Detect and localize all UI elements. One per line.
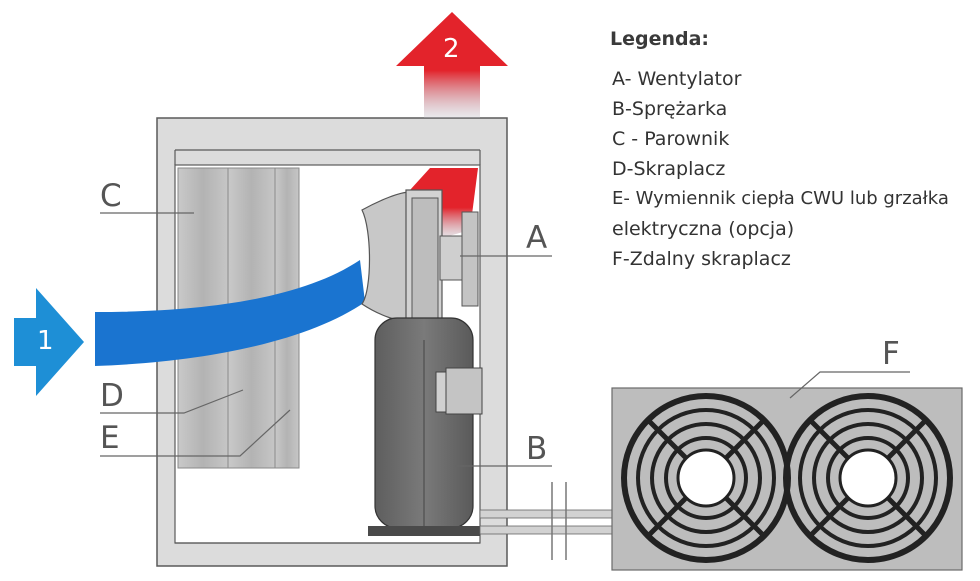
legend-item-b: B-Sprężarka	[612, 98, 728, 120]
outlet-arrow-number: 2	[443, 34, 460, 64]
outlet-arrow	[396, 12, 508, 118]
label-b: B	[526, 431, 548, 467]
legend-item-a: A- Wentylator	[612, 68, 742, 90]
leader-e	[100, 409, 291, 457]
legend-item-c: C - Parownik	[612, 128, 730, 150]
leader-lines	[100, 212, 910, 467]
compressor	[368, 317, 483, 536]
label-e: E	[100, 420, 120, 456]
legend-item-e-continued: elektryczna (opcja)	[612, 218, 795, 240]
remote-condenser	[611, 387, 963, 571]
label-d: D	[100, 378, 124, 414]
legend-item-e: E- Wymiennik ciepła CWU lub grzałka	[612, 188, 949, 209]
legend-item-f: F-Zdalny skraplacz	[612, 248, 791, 270]
label-a: A	[526, 220, 548, 256]
leader-d	[100, 389, 244, 414]
legend-item-d: D-Skraplacz	[612, 158, 726, 180]
airflow-band	[95, 260, 365, 366]
condenser-fan-left	[621, 393, 791, 563]
inlet-arrow	[14, 288, 84, 396]
label-c: C	[100, 178, 122, 214]
label-f: F	[882, 336, 900, 372]
condenser-fan-right	[783, 393, 953, 563]
inlet-arrow-number: 1	[37, 326, 54, 356]
leader-f	[789, 371, 910, 399]
fan	[361, 189, 479, 331]
legend-title: Legenda:	[610, 28, 710, 50]
